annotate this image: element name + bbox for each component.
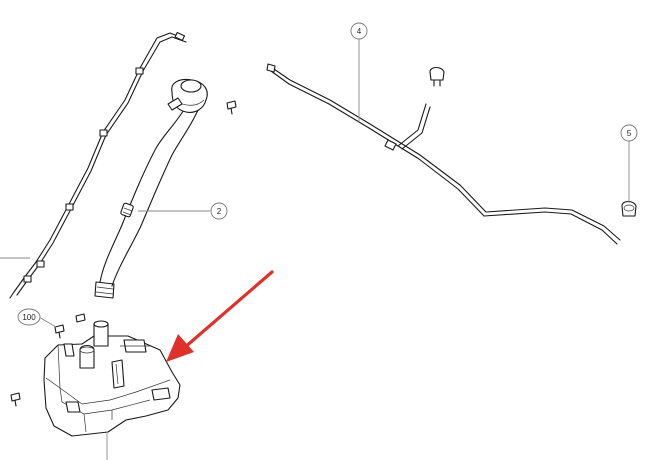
bolt-100 [54,324,65,339]
clip-part-5 [621,200,637,217]
svg-text:2: 2 [217,207,222,216]
callout-part-100[interactable]: 100 [17,308,57,328]
bolt-reservoir-mid [75,313,86,323]
callout-part-2[interactable]: 2 [138,202,228,220]
bolt-left-lower [10,392,21,407]
callout-part-4[interactable]: 4 [350,22,368,122]
svg-text:100: 100 [22,313,36,322]
svg-text:4: 4 [357,27,362,36]
callout-part-5[interactable]: 5 [620,124,638,203]
bolt-small-top [226,100,237,115]
red-pointer-arrow-icon [166,270,274,362]
filler-neck [94,78,208,299]
svg-text:5: 5 [627,129,632,138]
hose-connector [429,66,445,87]
washer-hose-right [266,63,621,245]
washer-hose-left [9,31,187,299]
washer-reservoir [43,320,181,437]
